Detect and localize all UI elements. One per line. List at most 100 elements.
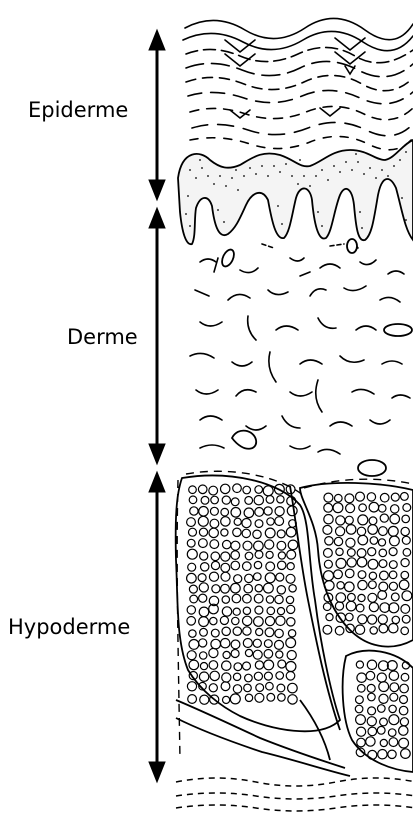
fat-cell [389,705,396,712]
fat-cell [221,529,228,536]
fat-cell [278,660,286,668]
fat-cell [265,617,274,626]
fat-cell [276,672,284,680]
fat-cell [242,529,250,537]
fat-cell [368,707,376,715]
fat-cell [368,750,377,759]
fat-cell [243,562,252,571]
fat-cell [187,518,196,527]
fat-cell [221,552,230,561]
fat-cell [243,616,252,625]
fat-cell [199,594,207,602]
fat-cell [388,526,398,536]
fat-cell [380,514,388,522]
fat-cell [368,548,376,556]
fat-cell [188,695,197,704]
basal-layer [178,140,413,244]
fat-cell [244,684,252,692]
fat-cell [390,536,400,546]
fat-cell [255,661,263,669]
fat-cell [245,674,253,682]
fat-cell [209,486,218,495]
fat-cell [266,551,273,558]
fat-cell [266,562,275,571]
fat-cell [324,515,333,524]
fat-cell [277,586,285,594]
fat-cell [347,558,356,567]
fat-cell [188,563,196,571]
fat-cell [358,515,368,525]
fat-cell [370,537,378,545]
fat-cell [278,552,285,559]
fat-cell [231,551,240,560]
fat-cell [199,583,208,592]
fat-cell [378,591,387,600]
fat-cell [209,572,218,581]
fat-cell [355,625,364,634]
fat-cell [254,672,262,680]
fat-cell [223,696,230,703]
fat-cell [369,603,378,612]
fat-cell [263,486,273,496]
fat-cell [210,671,219,680]
fat-cell [286,662,296,672]
fat-cell [222,627,230,635]
fat-cell [243,541,252,550]
fat-cell [356,492,365,501]
fat-cell [323,625,332,634]
fat-cell [243,662,251,670]
fat-cell [189,640,199,650]
fat-cell [379,560,387,568]
fat-cell [334,537,342,545]
fat-cell [211,639,221,649]
fat-cell [266,596,273,603]
fat-cell [254,594,263,603]
fat-cell [211,496,219,504]
fat-cell [210,507,218,515]
fat-cells [187,484,412,760]
fat-cell [323,603,331,611]
fat-cell [255,606,263,614]
fat-cell [391,593,399,601]
fat-cell [356,696,364,704]
fat-cell [243,627,251,635]
fat-cell [243,639,252,648]
fat-cell [209,684,217,692]
fat-cell [200,628,208,636]
fat-cell [211,552,220,561]
fat-cell [276,616,285,625]
fat-cell [401,493,409,501]
fat-cell [357,673,366,682]
fat-cell [389,715,399,725]
fat-cell [345,494,354,503]
fat-cell [325,537,333,545]
fat-cell [324,560,332,568]
fat-cell [358,615,367,624]
fat-cell [264,660,274,670]
fat-cell [286,574,295,583]
fat-cell [277,608,284,615]
fat-cell [324,581,334,591]
fat-cell [400,696,408,704]
fat-cell [389,738,398,747]
fat-cell [402,515,410,523]
fat-cell [278,694,286,702]
fat-cell [254,617,264,627]
fat-cell [265,528,275,538]
hypoderme-arrow [149,472,165,782]
fat-cell [245,497,253,505]
fat-cell [190,595,198,603]
fat-cell [370,627,377,634]
fat-cell [187,651,196,660]
fat-cell [187,539,195,547]
fat-cell [265,573,275,583]
fat-cell [287,651,296,660]
fat-cell [347,549,355,557]
fat-cell [264,583,274,593]
fat-cell [357,549,366,558]
fat-cell [324,549,333,558]
fat-cell [390,683,399,692]
fat-cell [220,616,228,624]
fat-cell [209,661,218,670]
fat-cell [255,508,264,517]
